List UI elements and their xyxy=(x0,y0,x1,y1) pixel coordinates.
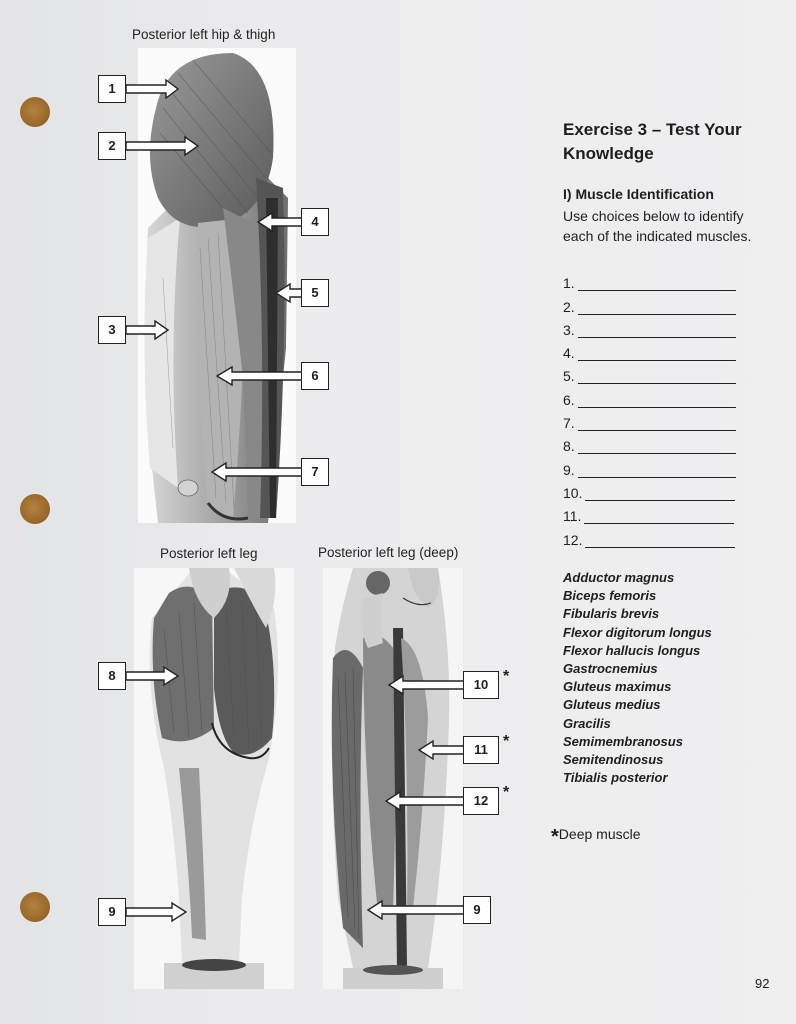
muscle-choice: Gracilis xyxy=(563,715,611,731)
answer-blank[interactable] xyxy=(584,511,735,525)
answer-number: 5. xyxy=(563,368,575,385)
answer-number: 1. xyxy=(563,275,575,292)
answer-number: 10. xyxy=(563,484,583,501)
caption-hip-thigh: Posterior left hip & thigh xyxy=(132,27,276,42)
muscle-choice: Flexor hallucis longus xyxy=(563,642,701,658)
label-box-8: 8 xyxy=(98,662,126,690)
section-heading: I) Muscle Identification xyxy=(563,186,714,202)
answer-row: 5. xyxy=(563,361,736,385)
answer-blank[interactable] xyxy=(577,325,736,338)
answer-row: 11. xyxy=(563,501,736,525)
answer-row: 8. xyxy=(563,431,736,455)
label-box-3: 3 xyxy=(98,316,126,344)
answer-row: 7. xyxy=(563,408,736,432)
label-box-9-left: 9 xyxy=(98,898,126,926)
muscle-choice: Gluteus medius xyxy=(563,697,661,713)
label-box-11: 11 xyxy=(463,736,499,764)
answer-blank[interactable] xyxy=(577,371,736,385)
deep-asterisk-10: * xyxy=(503,668,510,685)
answer-number: 3. xyxy=(563,321,575,338)
label-box-9-right: 9 xyxy=(463,896,491,924)
answer-number: 7. xyxy=(563,415,575,432)
muscle-choice: Gluteus maximus xyxy=(563,679,672,695)
answer-row: 6. xyxy=(563,384,736,408)
caption-posterior-leg-deep: Posterior left leg (deep) xyxy=(318,545,459,560)
muscle-choice: Tibialis posterior xyxy=(563,770,668,786)
answer-blank[interactable] xyxy=(585,488,736,501)
caption-posterior-leg: Posterior left leg xyxy=(160,546,258,561)
label-box-6: 6 xyxy=(301,362,329,390)
answer-blank[interactable] xyxy=(577,441,736,455)
label-box-4: 4 xyxy=(301,208,329,236)
answer-row: 4. xyxy=(563,338,736,362)
answer-number: 11. xyxy=(563,508,582,525)
answer-row: 2. xyxy=(563,291,736,315)
muscle-choice: Adductor magnus xyxy=(563,570,675,585)
answer-number: 2. xyxy=(563,298,575,315)
deep-note-text: Deep muscle xyxy=(558,826,641,842)
answer-blank[interactable] xyxy=(577,302,736,315)
posterior-leg-deep-photo xyxy=(323,568,463,989)
answer-number: 9. xyxy=(563,461,575,478)
muscle-choice: Semimembranosus xyxy=(563,733,683,749)
muscle-choice: Semitendinosus xyxy=(563,752,664,768)
answer-blank[interactable] xyxy=(577,278,736,292)
answer-number: 6. xyxy=(563,391,575,408)
answer-blank[interactable] xyxy=(577,395,736,408)
answer-row: 1. xyxy=(563,268,736,292)
answer-number: 12. xyxy=(563,531,583,548)
deep-note-asterisk: * xyxy=(551,826,559,848)
answer-number: 4. xyxy=(563,345,575,362)
answer-row: 9. xyxy=(563,454,736,478)
label-box-12: 12 xyxy=(463,787,499,815)
muscle-choice: Biceps femoris xyxy=(563,588,657,604)
answer-blank[interactable] xyxy=(585,535,736,548)
answer-row: 10. xyxy=(563,478,736,501)
answer-row: 3. xyxy=(563,315,736,338)
answer-row: 12. xyxy=(563,524,736,548)
label-box-10: 10 xyxy=(463,671,499,699)
label-box-5: 5 xyxy=(301,279,329,307)
muscle-choice: Flexor digitorum longus xyxy=(563,624,712,640)
deep-asterisk-11: * xyxy=(503,733,510,750)
answer-list: 1. 2. 3. 4. 5. 6. 7. 8. 9. 10. 11. 12. xyxy=(563,268,736,548)
exercise-title: Exercise 3 – Test Your Knowledge xyxy=(563,120,742,163)
answer-blank[interactable] xyxy=(577,348,736,362)
muscle-choice: Fibularis brevis xyxy=(563,606,660,622)
deep-asterisk-12: * xyxy=(503,784,510,801)
posterior-leg-photo xyxy=(134,568,294,989)
binder-hole-bottom xyxy=(20,892,50,922)
answer-blank[interactable] xyxy=(577,465,736,478)
muscle-choice: Gastrocnemius xyxy=(563,661,658,677)
answer-blank[interactable] xyxy=(577,418,736,432)
binder-hole-middle xyxy=(20,494,50,524)
answer-number: 8. xyxy=(563,438,575,455)
label-box-2: 2 xyxy=(98,132,126,160)
page-number: 92 xyxy=(755,976,770,991)
hip-thigh-photo xyxy=(138,48,296,523)
deep-muscle-note: *Deep muscle xyxy=(551,826,641,849)
instructions: Use choices below to identify each of th… xyxy=(563,208,752,244)
binder-hole-top xyxy=(20,97,50,127)
label-box-7: 7 xyxy=(301,458,329,486)
label-box-1: 1 xyxy=(98,75,126,103)
